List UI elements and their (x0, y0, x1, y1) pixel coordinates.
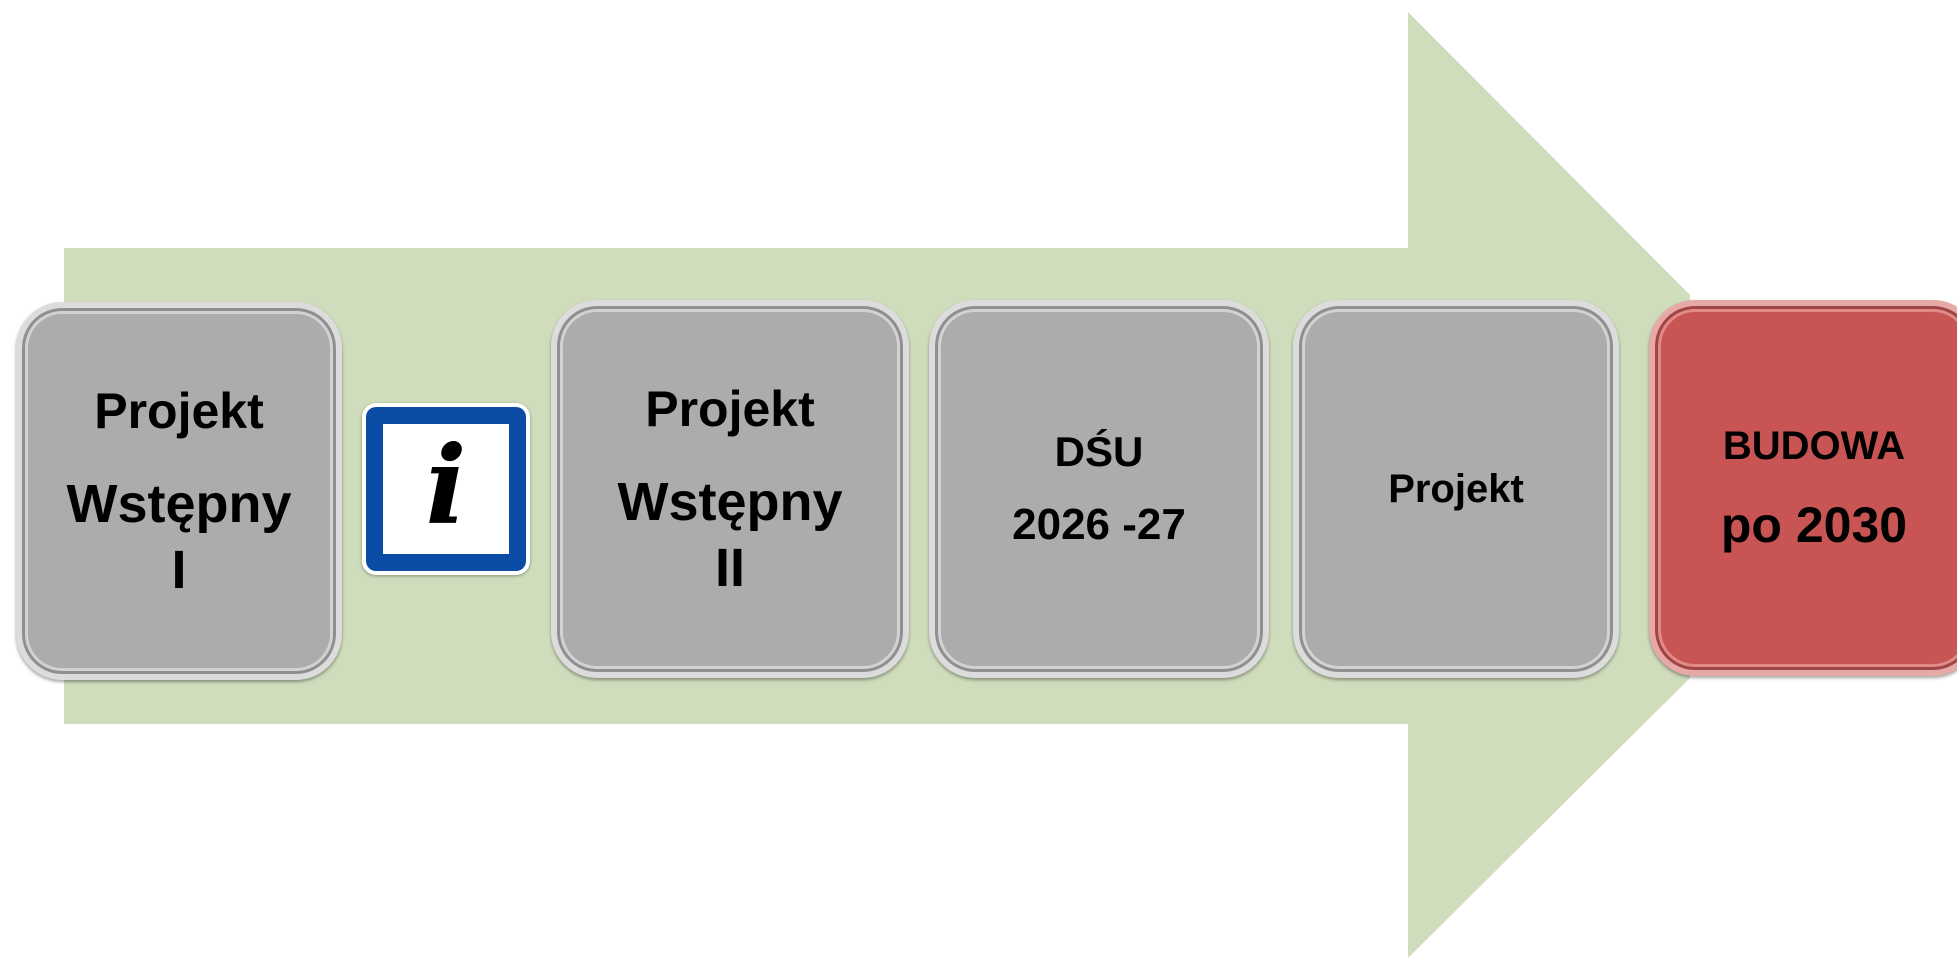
stage-environmental-decision: DŚU 2026 -27 (929, 300, 1269, 678)
stage-label-line: DŚU (1054, 428, 1144, 475)
stage-label-line: Wstępny (66, 474, 292, 534)
stage-label-line: 2026 -27 (1012, 500, 1186, 549)
info-icon-glyph: i (425, 423, 467, 549)
info-icon-frame: i (366, 407, 526, 571)
stage-label-line: Projekt (1388, 467, 1524, 511)
stage-preliminary-design-1: Projekt Wstępny I (16, 302, 342, 680)
stage-label-line: II (714, 538, 745, 598)
stage-label-line: I (171, 540, 187, 600)
stage-label-line: Projekt (94, 383, 264, 439)
stage-label-line: Wstępny (617, 472, 843, 532)
stage-preliminary-design-2: Projekt Wstępny II (551, 300, 909, 678)
stage-label-line: BUDOWA (1722, 424, 1906, 468)
stage-label-line: po 2030 (1720, 497, 1908, 553)
stage-label-line: Projekt (645, 381, 815, 437)
stage-construction: BUDOWA po 2030 (1649, 300, 1957, 676)
info-icon[interactable]: i (362, 403, 530, 575)
stage-design: Projekt (1293, 300, 1619, 678)
